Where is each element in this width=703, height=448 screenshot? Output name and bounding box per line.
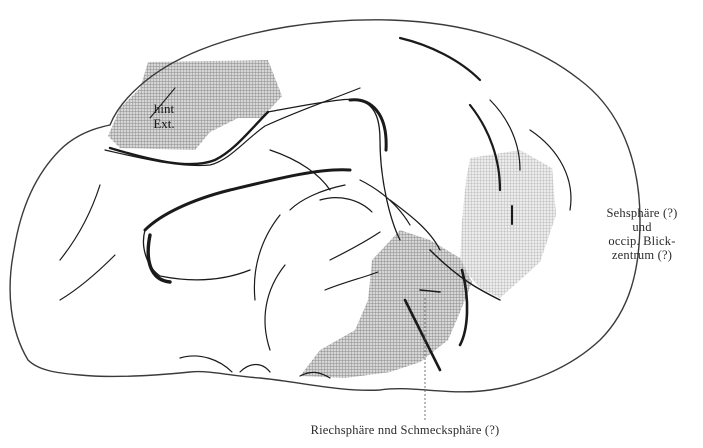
sehsphaere-line-1: Sehsphäre (?) xyxy=(583,206,701,220)
sehsphaere-line-4: zentrum (?) xyxy=(583,248,701,262)
sehsphaere-line-2: und xyxy=(583,220,701,234)
hint-ext-label: hint Ext. xyxy=(136,101,192,131)
hint-ext-line-2: Ext. xyxy=(136,116,192,131)
riechsphaere-region xyxy=(300,230,472,378)
sehsphaere-region xyxy=(460,150,556,298)
sehsphaere-line-3: occip. Blick- xyxy=(583,234,701,248)
hint-ext-line-1: hint xyxy=(136,101,192,116)
sehsphaere-label: Sehsphäre (?) und occip. Blick- zentrum … xyxy=(583,206,701,262)
riechsphaere-label: Riechsphäre nnd Schmecksphäre (?) xyxy=(290,423,520,437)
hint-ext-region xyxy=(108,60,282,150)
